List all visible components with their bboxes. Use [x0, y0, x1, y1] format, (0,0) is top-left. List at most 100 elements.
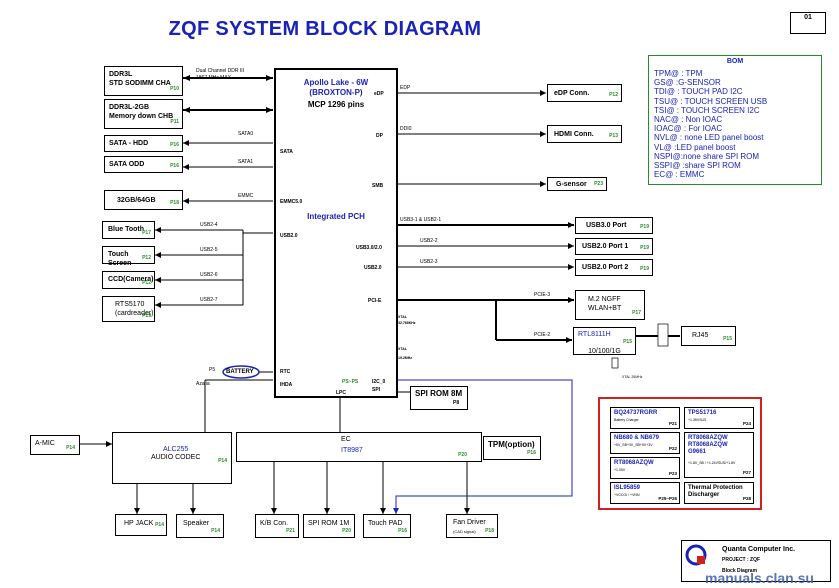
hdmi-conn-page: P13: [609, 133, 618, 139]
bom-row: NVL@ : none LED panel boost: [654, 133, 764, 143]
pch-label: Integrated PCH: [307, 212, 365, 221]
rj45-block: RJ45 P15: [681, 326, 736, 346]
ddr-cha-page: P10: [170, 86, 179, 92]
emmc-block: 32GB/64GB P18: [104, 190, 183, 210]
fan-driver-label: Fan Driver: [453, 519, 486, 526]
audio-codec-chip: ALC255: [163, 446, 189, 453]
m2-ngff-desc: WLAN+BT: [588, 305, 622, 312]
usb2-port1-page: P19: [640, 245, 649, 251]
kb-conn-block: K/B Con. P21: [255, 514, 299, 538]
rj45-page: P15: [723, 336, 732, 342]
power-105-desc: +1.05V: [614, 468, 626, 472]
cardreader-block: RTS5170 (cardreader) P19: [102, 296, 155, 322]
port-pcie: PCI-E: [368, 298, 382, 304]
m2-ngff-block: M.2 NGFF WLAN+BT P17: [575, 290, 645, 320]
edp-conn-label: eDP Conn.: [554, 90, 590, 97]
ec-label: EC: [341, 436, 351, 443]
bom-row: TSI@ : TOUCH SCREEN I2C: [654, 105, 760, 115]
ddr-chb-type: DDR3L-2GB: [109, 104, 150, 111]
cpu-package: MCP 1296 pins: [307, 100, 365, 109]
power-thermal-label: Thermal Protection: [688, 485, 743, 491]
power-vsus: TPS51716 +1.35VSUS P24: [684, 407, 754, 429]
watermark: manuals.clan.su: [705, 570, 814, 586]
power-rails-page: P27: [742, 470, 751, 475]
bus-usb7: USB2-7: [200, 297, 218, 303]
ddr-chb-page: P11: [170, 119, 179, 125]
kb-conn-label: K/B Con.: [260, 520, 289, 527]
fan-driver-block: Fan Driver (CAD signal) P18: [446, 514, 498, 538]
bus-azalia: Azalia: [196, 381, 210, 387]
sata-hdd-block: SATA - HDD P16: [104, 135, 183, 152]
usb2-port1-block: USB2.0 Port 1 P19: [575, 238, 653, 255]
page-number: 01: [790, 12, 826, 34]
usb2-port2-page: P19: [640, 266, 649, 272]
ccd-page: P12: [142, 280, 151, 286]
power-thermal-desc: Discharger: [688, 492, 720, 498]
tpm-label: TPM(option): [488, 440, 535, 449]
bom-row: TPM@ : TPM: [654, 69, 703, 78]
power-charger: BQ24737RGRR Battery Charger P21: [610, 407, 680, 429]
power-rails-chip1: RT8068AZQW: [688, 435, 728, 441]
ddr-chb-block: DDR3L-2GB Memory down CHB P11: [104, 99, 183, 129]
xtal2-label: XTAL 19.2MHz: [398, 347, 413, 360]
power-system: NB680 & NB679 +5V_SB+3V_SB+5V+3V P22: [610, 432, 680, 454]
power-rails-chip3: G9661: [688, 449, 707, 455]
title-block: Quanta Computer Inc. PROJECT : ZQF Block…: [681, 540, 831, 582]
hp-jack-label: HP JACK: [124, 520, 154, 527]
usb2-port2-label: USB2.0 Port 2: [582, 264, 629, 271]
cpu-codename: (BROXTON-P): [309, 88, 363, 97]
rtl8111h-block: RTL8111H 10/100/1G P15: [573, 327, 636, 355]
audio-codec-block: ALC255 AUDIO CODEC P14: [112, 432, 232, 484]
battery-page: P5: [209, 367, 216, 373]
power-105-page: P23: [668, 471, 677, 476]
rtl8111h-speed: 10/100/1G: [588, 348, 621, 355]
spi-rom-label: SPI ROM 8M: [415, 389, 463, 398]
bom-row: IOAC@ : For IOAC: [654, 124, 723, 134]
cpu-name: Apollo Lake - 6W: [303, 78, 369, 87]
spi-rom-1m-label: SPI ROM 1M: [308, 520, 350, 527]
usb3-port-label: USB3.0 Port: [586, 222, 627, 229]
hdmi-conn-label: HDMI Conn.: [554, 131, 594, 138]
cpu-block: Apollo Lake - 6W (BROXTON-P) MCP 1296 pi…: [274, 68, 416, 398]
usb3-port-block: USB3.0 Port P19: [575, 217, 653, 234]
cardreader-desc: (cardreader): [115, 310, 154, 317]
ccd-label: CCD(Camera): [108, 276, 154, 283]
ddr-cha-type: DDR3L: [109, 71, 133, 78]
hp-jack-page: P14: [155, 522, 164, 528]
gsensor-label: G-sensor: [556, 181, 587, 188]
touch-screen-block: Touch Screen P12: [102, 246, 155, 267]
power-vsus-page: P24: [742, 421, 751, 426]
port-usb3: USB3.0/2.0: [356, 245, 382, 251]
m2-ngff-label: M.2 NGFF: [588, 296, 621, 303]
ddr-bus-speed: 1867 MHz MAX: [196, 75, 232, 81]
gsensor-block: G-sensor P23: [547, 177, 607, 191]
touch-pad-label: Touch PAD: [368, 520, 403, 527]
edp-conn-block: eDP Conn. P12: [547, 84, 622, 102]
port-usb2b: USB2.0: [364, 265, 382, 271]
audio-codec-label: AUDIO CODEC: [151, 454, 201, 461]
power-charger-desc: Battery Charger: [614, 418, 639, 422]
tpm-page: P16: [527, 450, 536, 456]
m2-ngff-page: P17: [632, 310, 641, 316]
bom-row: SSPI@ :share SPI ROM: [654, 161, 741, 170]
port-ps: PS~PS: [342, 379, 359, 385]
edp-conn-page: P12: [609, 92, 618, 98]
touch-screen-label: Touch Screen: [108, 251, 132, 267]
usb3-port-page: P19: [640, 224, 649, 230]
cardreader-page: P19: [142, 313, 151, 319]
amic-label: A-MIC: [35, 440, 55, 447]
power-block: BQ24737RGRR Battery Charger P21 TPS51716…: [598, 397, 762, 510]
sata-odd-block: SATA ODD P16: [104, 156, 183, 173]
bus-pcie3: PCIE-3: [534, 292, 551, 298]
rtl8111h-label: RTL8111H: [578, 331, 611, 338]
ddr-cha-block: DDR3L STD SODIMM CHA P10: [104, 66, 183, 96]
port-rtc: RTC: [280, 369, 291, 375]
port-ihda: IHDA: [280, 382, 293, 388]
power-vcore: ISL95859 +VCCGI / +VNN P25~P26: [610, 482, 680, 504]
bluetooth-block: Blue Tooth P17: [102, 221, 155, 239]
ddr-bus-label: Dual Channel DDR III: [196, 68, 245, 74]
power-vsus-chip: TPS51716: [688, 410, 717, 416]
touch-pad-block: Touch PAD P16: [363, 514, 411, 538]
sata-hdd-page: P16: [170, 142, 179, 148]
